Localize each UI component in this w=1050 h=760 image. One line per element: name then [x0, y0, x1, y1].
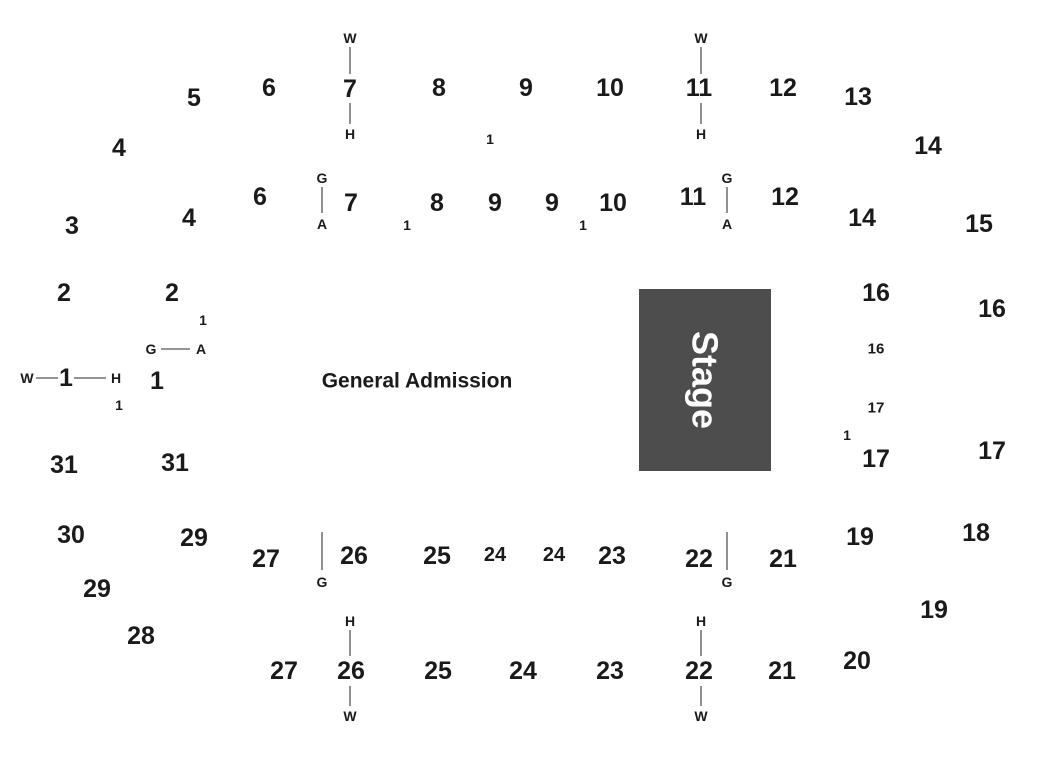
section-label[interactable]: 22: [685, 657, 713, 685]
row-marker: A: [196, 341, 206, 357]
section-label[interactable]: 24: [484, 544, 507, 566]
aisle-label: 1: [115, 397, 123, 413]
stage: Stage: [639, 289, 771, 471]
row-marker: H: [345, 126, 355, 142]
row-marker: W: [343, 30, 357, 46]
row-marker: H: [345, 613, 355, 629]
section-label[interactable]: 4: [182, 204, 196, 232]
section-label[interactable]: 17: [862, 445, 890, 473]
section-label[interactable]: 16: [868, 341, 885, 358]
section-label[interactable]: 18: [962, 519, 990, 547]
section-label[interactable]: 6: [253, 183, 267, 211]
stage-block: [639, 289, 771, 471]
section-label[interactable]: 12: [771, 183, 799, 211]
section-label[interactable]: 24: [509, 657, 537, 685]
aisle-labels: 1 1 1 1 1 1: [115, 131, 851, 443]
section-label[interactable]: 9: [545, 189, 559, 217]
section-label[interactable]: 10: [596, 74, 624, 102]
row-marker: H: [696, 613, 706, 629]
section-label[interactable]: 25: [423, 542, 451, 570]
section-label[interactable]: 28: [127, 622, 155, 650]
aisle-label: 1: [843, 427, 851, 443]
section-label[interactable]: 9: [488, 189, 502, 217]
row-marker: W: [694, 30, 708, 46]
section-label[interactable]: 23: [598, 542, 626, 570]
row-connectors: [36, 47, 728, 706]
row-marker: G: [317, 574, 328, 590]
aisle-label: 1: [579, 217, 587, 233]
section-label[interactable]: 17: [978, 437, 1006, 465]
section-label[interactable]: 30: [57, 521, 85, 549]
row-marker: H: [111, 370, 121, 386]
section-label[interactable]: 14: [914, 132, 942, 160]
section-label[interactable]: 10: [599, 189, 627, 217]
section-label[interactable]: 8: [430, 189, 444, 217]
row-markers: W H W H G A G A W H G A G G H W H W: [20, 30, 732, 724]
section-label[interactable]: 16: [978, 295, 1006, 323]
section-label[interactable]: 2: [57, 279, 71, 307]
section-label[interactable]: 1: [59, 364, 73, 392]
row-marker: G: [722, 574, 733, 590]
section-label[interactable]: 14: [848, 204, 876, 232]
row-marker: G: [317, 170, 328, 186]
aisle-label: 1: [403, 217, 411, 233]
aisle-label: 1: [199, 312, 207, 328]
section-label[interactable]: 21: [768, 657, 796, 685]
section-label[interactable]: 13: [844, 83, 872, 111]
section-label[interactable]: 17: [868, 400, 885, 417]
section-label[interactable]: 29: [83, 575, 111, 603]
row-marker: W: [20, 370, 34, 386]
section-label[interactable]: 23: [596, 657, 624, 685]
section-label[interactable]: 19: [846, 523, 874, 551]
section-label[interactable]: 7: [344, 189, 358, 217]
section-label[interactable]: 2: [165, 279, 179, 307]
section-label[interactable]: 11: [686, 74, 713, 102]
section-label[interactable]: 7: [343, 75, 357, 103]
section-label[interactable]: 24: [543, 544, 566, 566]
section-label[interactable]: 27: [270, 657, 298, 685]
row-marker: A: [317, 216, 327, 232]
section-label[interactable]: 9: [519, 74, 533, 102]
section-label[interactable]: 3: [65, 212, 79, 240]
stage-label: Stage: [685, 331, 726, 429]
section-label[interactable]: 8: [432, 74, 446, 102]
section-label[interactable]: 4: [112, 134, 126, 162]
row-marker: A: [722, 216, 732, 232]
section-label[interactable]: 25: [424, 657, 452, 685]
general-admission-label[interactable]: General Admission: [322, 370, 513, 393]
inner-sections: 6 7 8 9 9 10 11 12 4 2 1 31 29 14 16 16 …: [150, 183, 890, 573]
section-label[interactable]: 15: [965, 210, 993, 238]
row-marker: G: [722, 170, 733, 186]
aisle-label: 1: [486, 131, 494, 147]
section-label[interactable]: 12: [769, 74, 797, 102]
section-label[interactable]: 20: [843, 647, 871, 675]
row-marker: G: [146, 341, 157, 357]
section-label[interactable]: 29: [180, 524, 208, 552]
section-label[interactable]: 31: [50, 451, 78, 479]
section-label[interactable]: 26: [340, 542, 368, 570]
row-marker: W: [694, 708, 708, 724]
section-label[interactable]: 16: [862, 279, 890, 307]
row-marker: H: [696, 126, 706, 142]
section-label[interactable]: 6: [262, 74, 276, 102]
section-label[interactable]: 21: [769, 545, 797, 573]
row-marker: W: [343, 708, 357, 724]
section-label[interactable]: 27: [252, 545, 280, 573]
outer-sections: 5 4 3 2 1 31 30 29 28 6 7 8 9 10 11 12 1…: [50, 74, 1006, 685]
section-label[interactable]: 26: [337, 657, 365, 685]
section-label[interactable]: 19: [920, 596, 948, 624]
section-label[interactable]: 31: [161, 449, 189, 477]
section-label[interactable]: 22: [685, 545, 713, 573]
section-label[interactable]: 1: [150, 367, 164, 395]
section-label[interactable]: 11: [680, 183, 707, 211]
section-label[interactable]: 5: [187, 84, 201, 112]
